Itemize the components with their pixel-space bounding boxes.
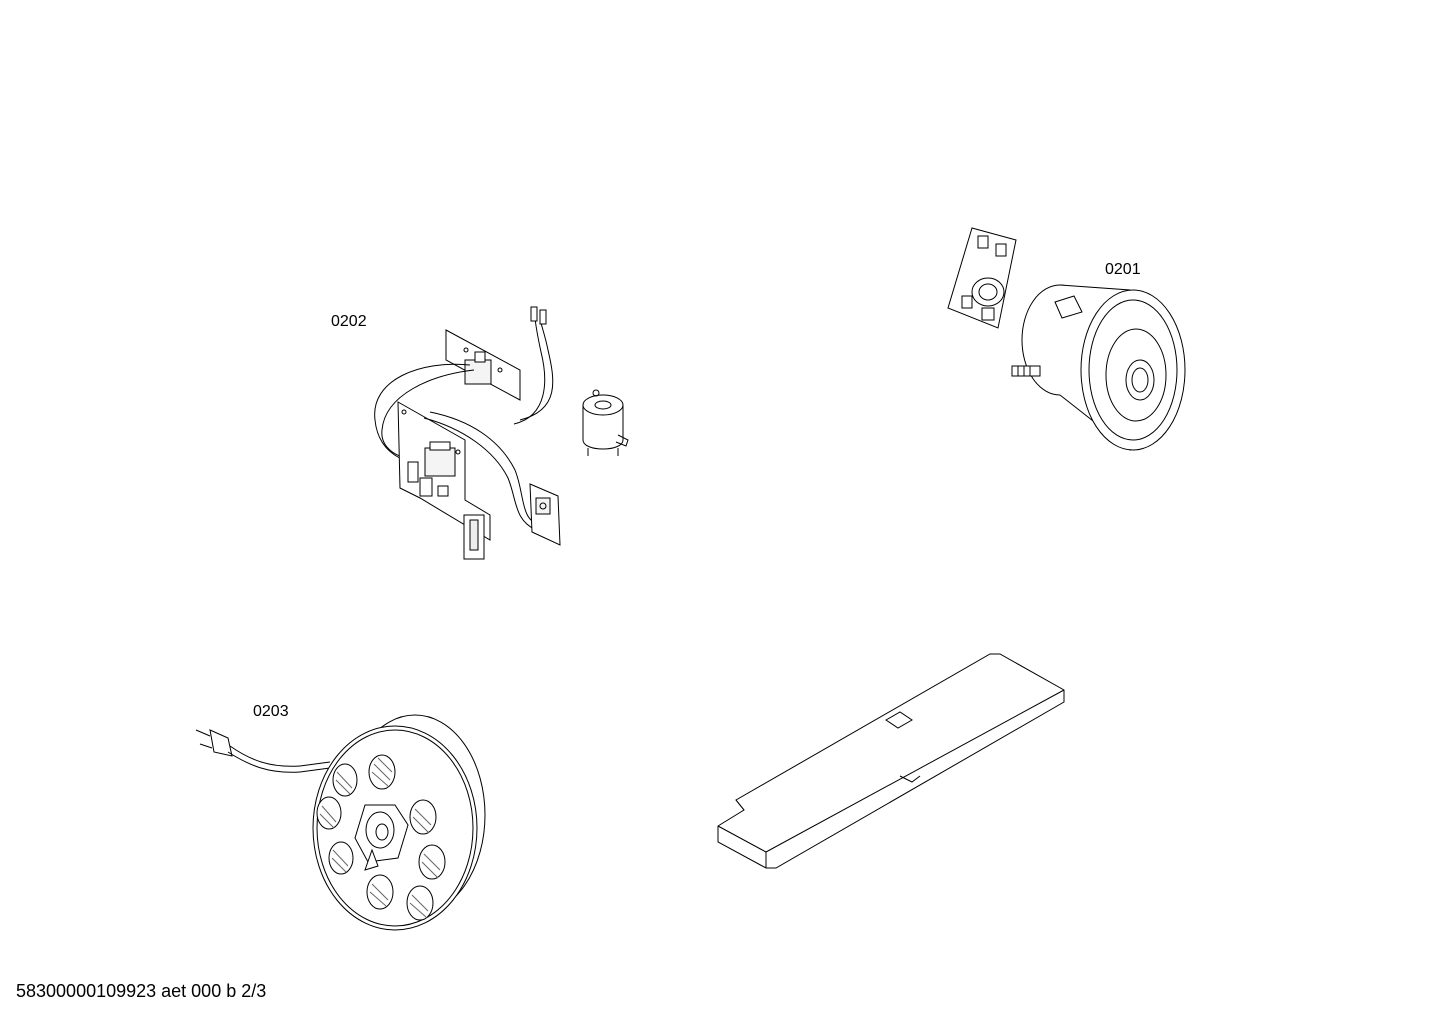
part-label-0202: 0202: [331, 313, 367, 330]
motor-icon[interactable]: [948, 228, 1185, 450]
cable-reel-icon[interactable]: [196, 715, 485, 930]
circuit-board-wiring-icon[interactable]: [375, 307, 628, 559]
part-label-0203: 0203: [253, 703, 289, 720]
document-id: 58300000109923 aet 000 b 2/3: [16, 981, 267, 1001]
part-label-0201: 0201: [1105, 261, 1141, 278]
insulation-plate-icon[interactable]: [718, 654, 1064, 868]
